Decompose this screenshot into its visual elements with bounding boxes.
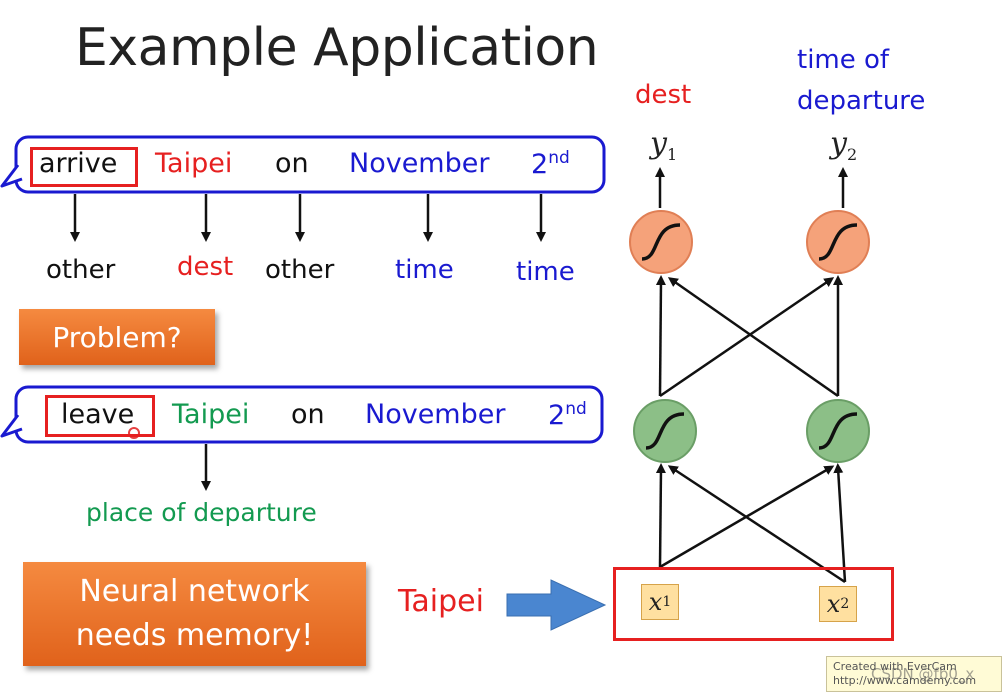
edge-x2-h1 — [667, 465, 846, 584]
tag-other-1: other — [46, 255, 116, 285]
word-taipei: Taipei — [155, 148, 233, 179]
word-on-2: on — [291, 399, 325, 430]
word-november-2: November — [365, 399, 506, 430]
highlight-box-leave — [45, 395, 155, 437]
edge-h2-o1 — [667, 277, 839, 398]
word-leave: leave — [61, 399, 135, 430]
output-y2-sub: 2 — [846, 145, 858, 164]
output-label-time-of-departure: time of departure — [797, 45, 926, 116]
memory-label: Neural network needs memory! — [75, 574, 314, 653]
speech-bubble-1 — [0, 135, 606, 194]
highlight-box-arrive — [30, 147, 138, 187]
output-y2: y2 — [830, 126, 857, 164]
word-arrive: arrive — [39, 148, 118, 179]
evercam-watermark: Created with EverCam http://www.camdemy.… — [826, 656, 1002, 692]
problem-box: Problem? — [19, 309, 215, 365]
tag-other-2: other — [265, 255, 335, 285]
speech-bubble-2 — [0, 385, 604, 444]
input-x2-sub: 2 — [840, 596, 850, 612]
hidden-neuron-2 — [806, 399, 870, 463]
output-y1-sub: 1 — [666, 145, 678, 164]
input-layer-box — [613, 567, 894, 641]
input-arrow — [506, 579, 607, 631]
tag-place-of-departure: place of departure — [86, 498, 317, 527]
watermark-overlay: CSDN @fb0_x — [871, 665, 975, 683]
tag-time-2: time — [516, 257, 575, 287]
memory-box: Neural network needs memory! — [23, 562, 366, 666]
tag-dest: dest — [177, 252, 234, 282]
input-x1-sub: 1 — [662, 594, 672, 610]
edge-h1-o1 — [655, 275, 666, 397]
output-y1-symbol: y — [650, 126, 667, 161]
output-neuron-2 — [806, 210, 870, 274]
word-2nd-number: 2 — [531, 149, 549, 180]
problem-label: Problem? — [52, 320, 182, 354]
watermark-line1: Created with EverCam — [833, 660, 957, 673]
edge-x1-h1 — [655, 463, 666, 568]
word-2nd-2-suffix: nd — [565, 399, 587, 419]
tag-time-1: time — [395, 255, 454, 285]
edge-x2-h2 — [833, 463, 847, 583]
watermark-line2: http://www.camdemy.com — [833, 674, 977, 687]
word-taipei-2: Taipei — [172, 399, 250, 430]
word-on: on — [275, 148, 309, 179]
word-2nd: 2nd — [531, 148, 570, 180]
word-november: November — [349, 148, 490, 179]
page-title: Example Application — [75, 18, 599, 78]
hidden-neuron-1 — [633, 399, 697, 463]
input-word-taipei: Taipei — [398, 584, 484, 619]
word-2nd-2-number: 2 — [548, 400, 566, 431]
edge-h1-o2 — [659, 277, 835, 398]
input-x2-symbol: x — [826, 590, 841, 618]
output-y2-symbol: y — [830, 126, 847, 161]
word-2nd-2: 2nd — [548, 399, 587, 431]
output-y1: y1 — [650, 126, 677, 164]
output-neuron-1 — [629, 210, 693, 274]
input-x1-symbol: x — [648, 588, 663, 616]
word-2nd-suffix: nd — [548, 148, 570, 168]
output-label-dest: dest — [635, 80, 692, 110]
